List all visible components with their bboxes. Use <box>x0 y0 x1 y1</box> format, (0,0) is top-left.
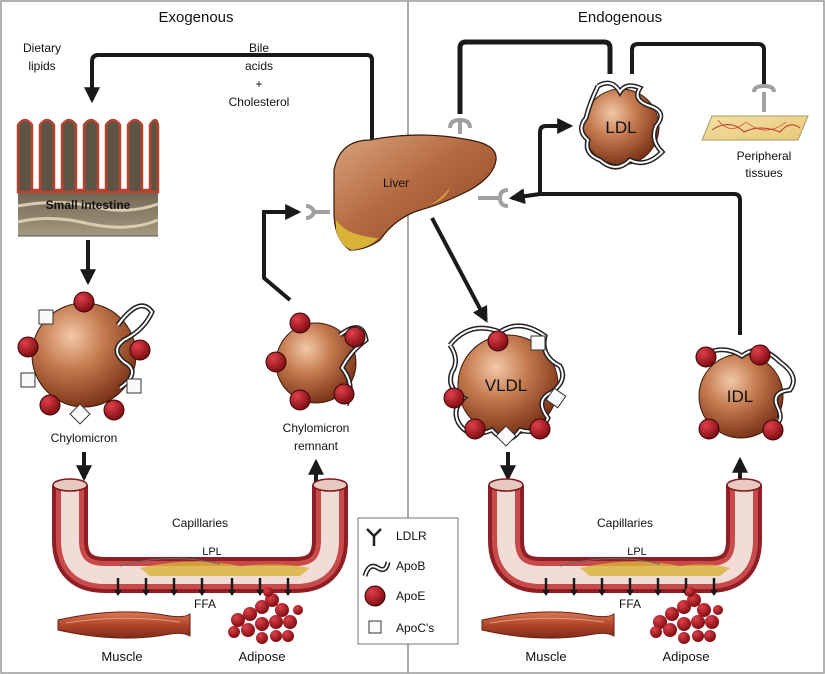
capillaries-left-label: Capillaries <box>172 516 228 530</box>
apob-symbol <box>362 561 391 577</box>
ldlr-receptor-peripheral <box>752 83 776 112</box>
vldl-particle <box>443 323 567 447</box>
liver <box>333 134 497 251</box>
dietary-lipids-label-2: lipids <box>28 59 55 73</box>
adipose-left <box>228 587 303 644</box>
capillaries-right-label: Capillaries <box>597 516 653 530</box>
legend-label-ldlr: LDLR <box>396 529 427 543</box>
lpl-left-label: LPL <box>202 546 222 558</box>
remnant-to-liver-arrow <box>262 204 302 302</box>
small-intestine-label: Small intestine <box>46 198 131 212</box>
chylomicron-particle <box>17 291 155 425</box>
exogenous-title: Exogenous <box>158 9 233 26</box>
small-intestine <box>16 118 160 237</box>
capillary-right <box>488 478 762 593</box>
ldlr-receptor-liver-top <box>448 117 472 134</box>
remnant-label-1: Chylomicron <box>283 421 350 435</box>
ldlr-symbol <box>366 528 382 546</box>
chylomicron-remnant-particle <box>265 312 369 411</box>
ldlr-receptor-liver-left <box>305 204 330 220</box>
adipose-right-label: Adipose <box>663 649 710 664</box>
ldl-particle <box>579 80 666 170</box>
liver-label: Liver <box>383 176 409 190</box>
ldl-to-liver-path <box>457 39 613 114</box>
liver-to-vldl-arrow <box>430 217 488 323</box>
lpl-right-label: LPL <box>627 546 647 558</box>
legend-label-apoc: ApoC's <box>396 621 434 635</box>
idl-to-liver-arrow <box>508 188 541 205</box>
bile-label-2: acids <box>245 59 273 73</box>
idl-label: IDL <box>727 387 753 406</box>
ffa-right-label: FFA <box>619 597 641 611</box>
chylomicron-label: Chylomicron <box>51 431 118 445</box>
legend-label-apoe: ApoE <box>396 589 425 603</box>
idl-particle <box>695 344 796 441</box>
muscle-right <box>481 611 615 639</box>
apoc-symbol <box>368 620 382 634</box>
bile-arrow <box>84 53 374 140</box>
legend: LDLR ApoB ApoE ApoC's <box>357 517 459 645</box>
endogenous-title: Endogenous <box>578 9 662 26</box>
dietary-lipids-label-1: Dietary <box>23 41 61 55</box>
ldl-to-peripheral-path <box>630 42 766 86</box>
bile-label-3: + <box>255 77 262 91</box>
ldlr-receptor-liver-right <box>478 188 509 208</box>
remnant-label-2: remnant <box>294 439 339 453</box>
legend-label-apob: ApoB <box>396 559 425 573</box>
vldl-label: VLDL <box>485 376 528 395</box>
muscle-left-label: Muscle <box>101 649 142 664</box>
apoe-symbol <box>364 585 386 607</box>
peripheral-tissue <box>701 115 809 141</box>
muscle-left <box>57 611 191 639</box>
muscle-right-label: Muscle <box>525 649 566 664</box>
peripheral-label-1: Peripheral <box>737 149 792 163</box>
adipose-left-label: Adipose <box>239 649 286 664</box>
capillary-left <box>52 478 348 593</box>
ffa-left-label: FFA <box>194 597 216 611</box>
adipose-right <box>650 587 723 644</box>
peripheral-label-2: tissues <box>745 166 782 180</box>
bile-label-1: Bile <box>249 41 269 55</box>
ldl-label: LDL <box>605 118 636 137</box>
bile-label-4: Cholesterol <box>229 95 290 109</box>
